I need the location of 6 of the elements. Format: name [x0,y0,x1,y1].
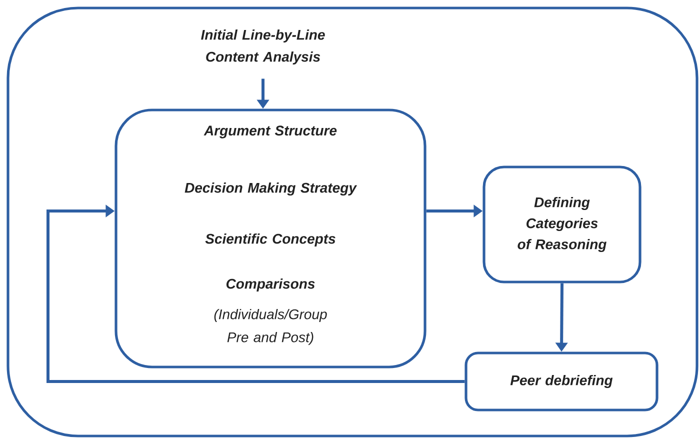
process-box: Peer debriefing [464,352,658,412]
frame [6,6,698,438]
heading-text: Initial Line-by-Line Content Analysis [201,29,325,65]
process-box: Defining Categories of Reasoning [482,166,642,284]
process-box: Argument Structure Decision Making Strategy Scientific Concepts Comparisons (Individuals/Group Pre and Post) [114,108,426,368]
arrow [46,204,465,383]
